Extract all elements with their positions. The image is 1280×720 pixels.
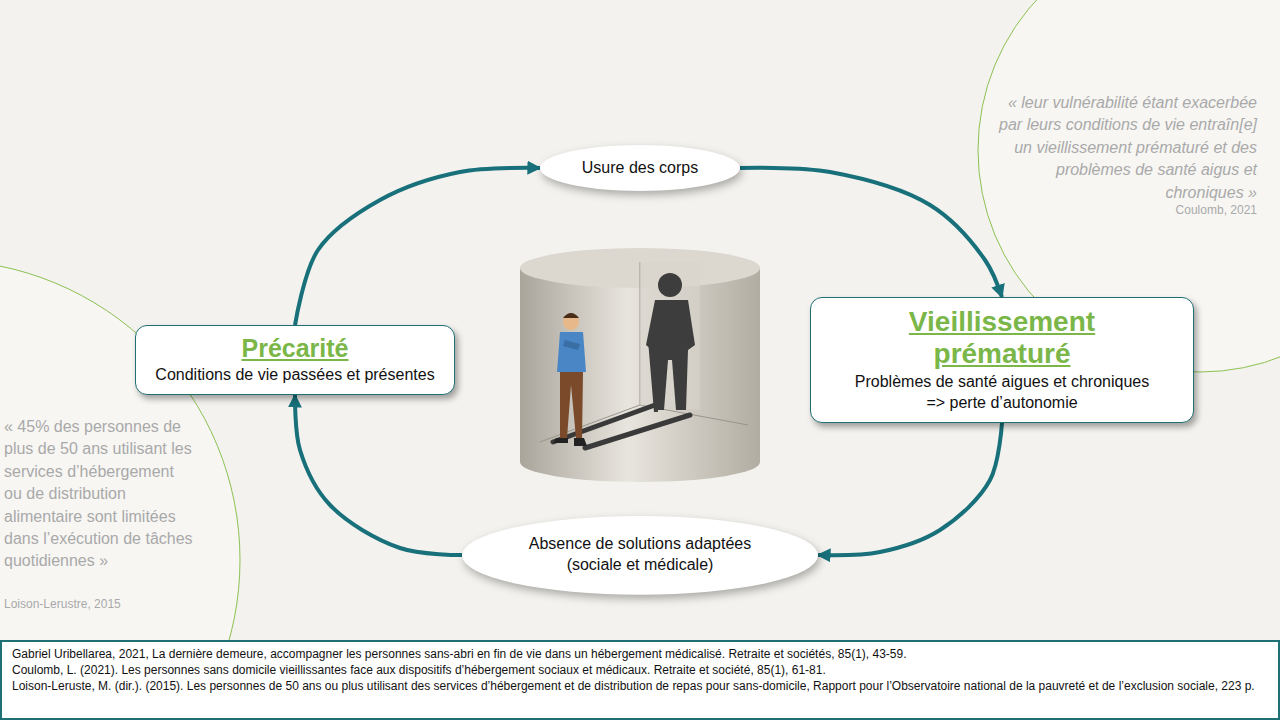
cycle-arrow: [295, 168, 540, 325]
process-box: PrécaritéConditions de vie passées et pr…: [135, 325, 455, 395]
cycle-arrow: [818, 423, 1002, 555]
reference-text: Coulomb, L. (2021). Les personnes sans d…: [12, 662, 1268, 678]
box-text: Conditions de vie passées et présentes: [150, 365, 440, 386]
ellipse-shape: [540, 145, 740, 191]
quote-text: « 45% des personnes de plus de 50 ans ut…: [4, 416, 194, 573]
process-box: Vieillissement prématuréProblèmes de san…: [810, 297, 1194, 423]
citation: Loison-Lerustre, 2015: [4, 597, 204, 611]
quote-text: « leur vulnérabilité étant exacerbée par…: [985, 92, 1257, 204]
process-ellipse: Absence de solutions adaptées (sociale e…: [462, 516, 818, 595]
box-title: Précarité: [150, 334, 440, 363]
ellipse-shape: [462, 516, 818, 595]
reference-box: Gabriel Uribellarea, 2021, La dernière d…: [0, 640, 1280, 720]
cycle-arrow: [740, 168, 1002, 297]
ellipse-outline: [462, 516, 818, 595]
shadow-figure: [646, 273, 695, 412]
box-text: Usure des corps: [582, 158, 699, 179]
box-title: Vieillissement prématuré: [852, 306, 1152, 370]
box-text: Absence de solutions adaptées (sociale e…: [513, 534, 768, 576]
box-text: Problèmes de santé aigues et chroniques …: [852, 372, 1152, 414]
process-ellipse: Usure des corps: [540, 145, 740, 191]
reference-text: Loison-Leruste, M. (dir.). (2015). Les p…: [12, 678, 1268, 694]
cycle-arrow: [295, 395, 462, 555]
reference-text: Gabriel Uribellarea, 2021, La dernière d…: [12, 646, 1268, 662]
man-figure: [553, 313, 587, 446]
cylinder-illustration: [520, 248, 760, 482]
citation: Coulomb, 2021: [985, 203, 1257, 217]
